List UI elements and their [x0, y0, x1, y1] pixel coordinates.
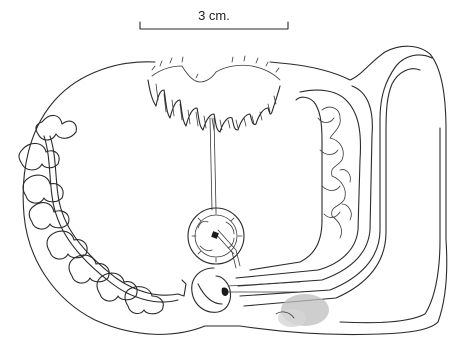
bulb-dark-mark: [222, 287, 229, 296]
scale-bar: 3 cm.: [140, 8, 288, 29]
scale-bar-label: 3 cm.: [198, 8, 230, 23]
bottom-right-smudge: [276, 294, 329, 327]
central-round-body: [188, 208, 244, 268]
central-stalk: [210, 118, 216, 210]
right-wall-layers: [236, 55, 440, 323]
left-coiled-mass: [19, 115, 186, 313]
right-coiled-segments: [318, 107, 351, 238]
scale-bar-line: [140, 22, 288, 29]
outer-outline: [23, 46, 447, 334]
central-dark-mark: [211, 231, 219, 239]
